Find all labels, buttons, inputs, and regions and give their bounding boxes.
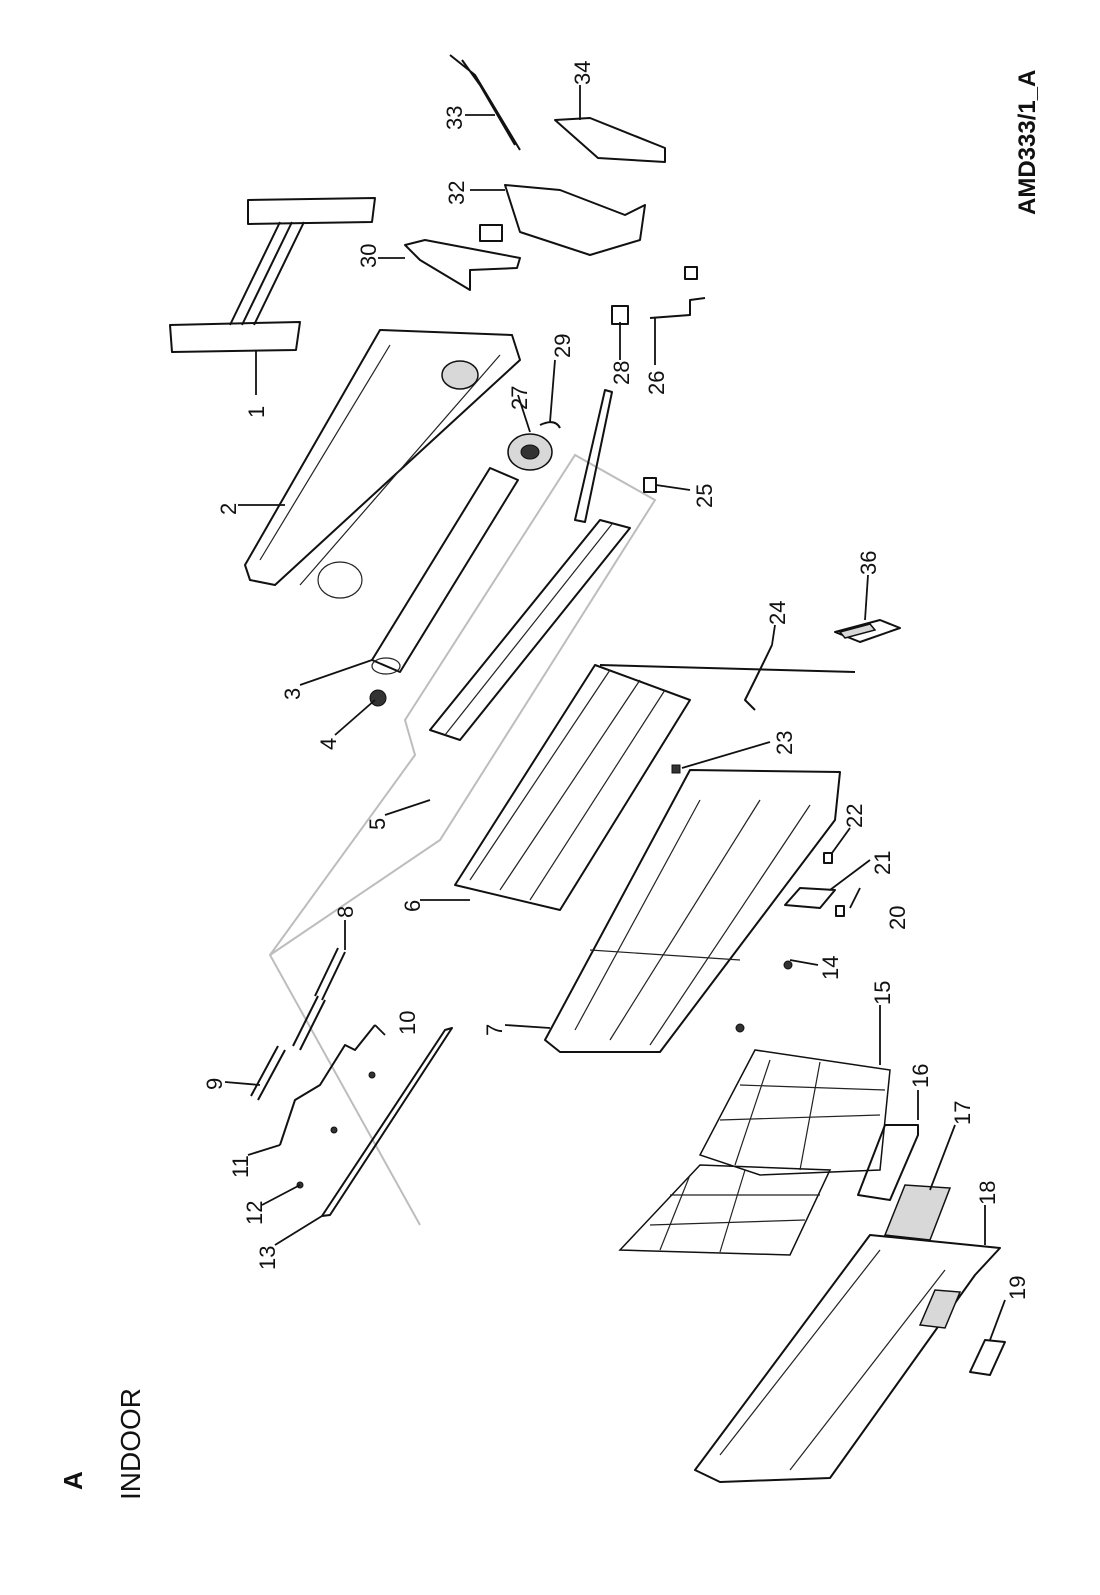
screw <box>783 960 793 970</box>
fan-bearing <box>369 689 387 707</box>
display-cover <box>857 1124 919 1201</box>
insulation-pad <box>554 117 666 163</box>
callout-19: 19 <box>1005 1276 1030 1300</box>
callout-3: 3 <box>280 688 305 700</box>
callout-32: 32 <box>444 181 469 205</box>
horizontal-flap <box>321 1027 453 1217</box>
callout-20: 20 <box>885 906 910 930</box>
callout-14: 14 <box>818 956 843 980</box>
screw <box>735 1023 745 1033</box>
callout-34: 34 <box>570 61 595 85</box>
callout-24: 24 <box>765 601 790 625</box>
callout-10: 10 <box>395 1011 420 1035</box>
callout-7: 7 <box>482 1024 507 1036</box>
front-panel <box>694 1234 1001 1483</box>
bracket-26-small <box>684 266 698 280</box>
terminal-bracket <box>649 297 706 319</box>
callout-30: 30 <box>356 244 381 268</box>
callout-13: 13 <box>255 1246 280 1270</box>
louver-link-bar <box>279 1024 376 1146</box>
callout-22: 22 <box>842 804 867 828</box>
fan-motor <box>507 433 553 471</box>
sensor-wire <box>744 644 773 711</box>
clip-25 <box>643 477 657 493</box>
cross-flow-fan <box>371 467 519 675</box>
air-filters <box>618 1049 891 1256</box>
section-title: INDOOR <box>115 1388 146 1500</box>
electrical-box <box>479 184 646 256</box>
temperature-sensor <box>671 764 681 774</box>
callout-15: 15 <box>870 981 895 1005</box>
clip-22 <box>823 852 833 864</box>
terminal-block <box>611 305 629 325</box>
callout-28: 28 <box>609 361 634 385</box>
motor-clamp <box>539 421 561 429</box>
callout-12: 12 <box>242 1201 267 1225</box>
drawing-code: AMD333/1_A <box>1014 70 1041 215</box>
leader-lines <box>224 85 1006 1341</box>
control-box-cover <box>784 887 836 909</box>
assembly-outline-5 <box>268 453 657 1226</box>
electrical-box-bracket <box>404 239 521 291</box>
callout-27: 27 <box>507 386 532 410</box>
clip-20 <box>835 905 845 917</box>
screw <box>368 1071 376 1079</box>
callout-23: 23 <box>772 731 797 755</box>
callout-6: 6 <box>400 900 425 912</box>
front-frame <box>544 769 841 1053</box>
callout-1: 1 <box>244 406 269 418</box>
remote-controller <box>834 619 901 643</box>
callout-2: 2 <box>216 503 241 515</box>
chassis-frame <box>244 329 521 599</box>
vertical-louvers <box>250 947 346 1101</box>
evaporator-tray <box>429 389 631 741</box>
callout-16: 16 <box>908 1064 933 1088</box>
callout-5: 5 <box>365 818 390 830</box>
evaporator-coil <box>454 664 856 911</box>
display-board <box>883 1184 952 1241</box>
screw <box>330 1126 338 1134</box>
callout-29: 29 <box>550 334 575 358</box>
callout-4: 4 <box>316 738 341 750</box>
callout-9: 9 <box>202 1078 227 1090</box>
callout-11: 11 <box>228 1155 253 1178</box>
callout-8: 8 <box>333 906 358 918</box>
wire-harness <box>449 54 521 151</box>
callout-21: 21 <box>870 851 895 875</box>
callout-36: 36 <box>856 551 881 575</box>
callout-labels: 1 2 3 4 5 6 7 8 9 10 11 12 13 14 15 16 1… <box>202 61 1030 1300</box>
callout-26: 26 <box>644 371 669 395</box>
callout-33: 33 <box>442 106 467 130</box>
callout-18: 18 <box>975 1181 1000 1205</box>
section-letter: A <box>58 1471 88 1490</box>
callout-25: 25 <box>692 484 717 508</box>
mounting-plate <box>169 197 376 353</box>
logo-badge <box>969 1339 1006 1376</box>
callout-17: 17 <box>950 1101 975 1125</box>
